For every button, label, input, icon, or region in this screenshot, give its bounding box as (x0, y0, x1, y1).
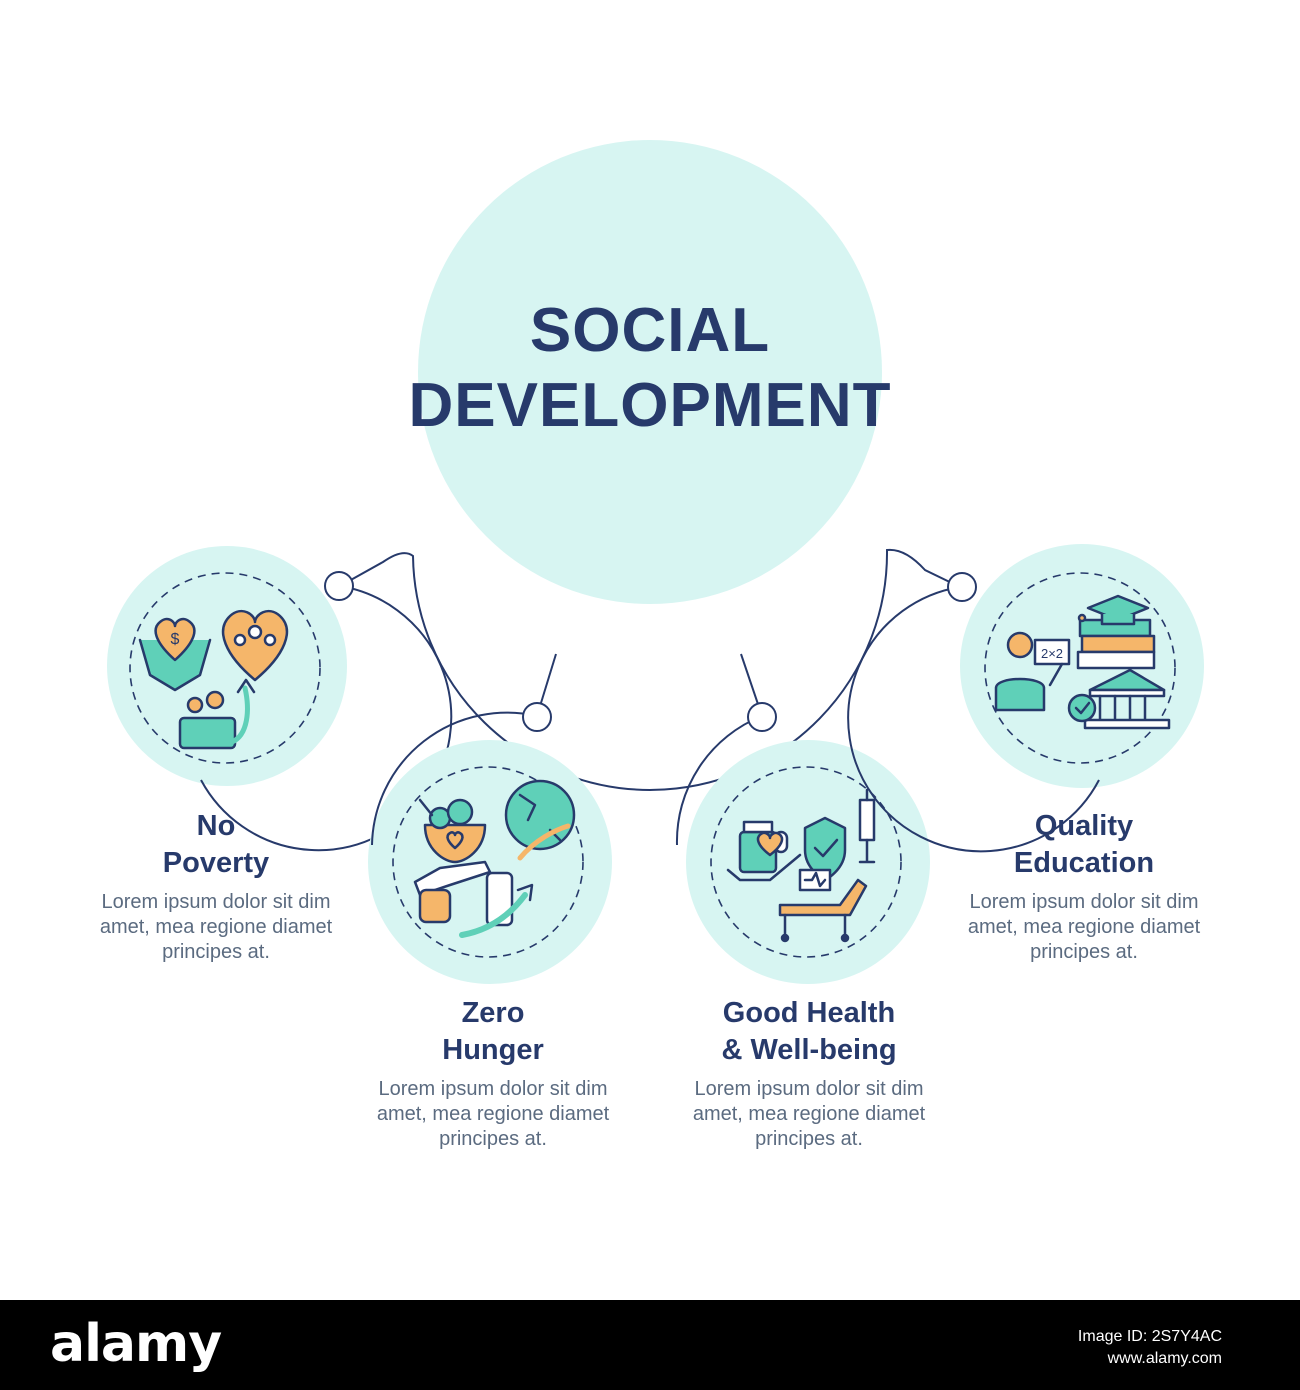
item-desc-line1: Lorem ipsum dolor sit dim (101, 891, 331, 913)
item-desc-line3: principes at. (1030, 941, 1138, 963)
item-desc-line2: amet, mea regione diamet (99, 916, 333, 938)
item-desc-line1: Lorem ipsum dolor sit dim (694, 1078, 924, 1100)
item-desc-line2: amet, mea regione diamet (376, 1103, 610, 1125)
item-title-line2: & Well-being (721, 1034, 897, 1066)
svg-text:$: $ (171, 631, 180, 648)
item-circle-health (675, 715, 930, 984)
item-title-line1: Quality (1034, 810, 1134, 842)
node-education (947, 572, 977, 602)
item-desc-line2: amet, mea regione diamet (692, 1103, 926, 1125)
item-title-line1: Zero (461, 997, 525, 1029)
item-title-line2: Education (1013, 847, 1155, 879)
item-title-line2: Poverty (162, 847, 270, 879)
svg-text:2×2: 2×2 (1041, 646, 1063, 661)
center-circle (418, 140, 882, 604)
image-id-label: Image ID: 2S7Y4AC (1077, 1328, 1222, 1345)
health-icon (726, 788, 876, 943)
footer-url[interactable]: www.alamy.com (1107, 1350, 1222, 1367)
item-desc-line1: Lorem ipsum dolor sit dim (969, 891, 1199, 913)
node-hunger (522, 702, 552, 732)
page-title-line2: DEVELOPMENT (408, 371, 892, 440)
item-desc-line1: Lorem ipsum dolor sit dim (378, 1078, 608, 1100)
poverty-icon: $ (138, 609, 289, 750)
item-circle-hunger (368, 711, 612, 984)
item-title-line1: Good Health (722, 997, 896, 1029)
connector-arc (339, 548, 961, 791)
item-desc-line2: amet, mea regione diamet (967, 916, 1201, 938)
item-title-line2: Hunger (442, 1034, 544, 1066)
diagram-canvas: $ (107, 140, 1204, 984)
node-poverty (324, 571, 354, 601)
hunger-icon (413, 779, 576, 938)
item-desc-line3: principes at. (439, 1128, 547, 1150)
node-health (747, 702, 777, 732)
footer-bar: alamy Image ID: 2S7Y4AC www.alamy.com (0, 1300, 1300, 1390)
education-icon: 2×2 (994, 594, 1171, 730)
item-desc-line3: principes at. (755, 1128, 863, 1150)
item-desc-line3: principes at. (162, 941, 270, 963)
item-title-line1: No (196, 810, 236, 842)
alamy-logo[interactable]: alamy (50, 1314, 222, 1374)
image-id-block: Image ID: 2S7Y4AC www.alamy.com (1078, 1326, 1222, 1370)
connector-nodes (324, 571, 977, 732)
page-title-line1: SOCIAL (529, 296, 771, 365)
